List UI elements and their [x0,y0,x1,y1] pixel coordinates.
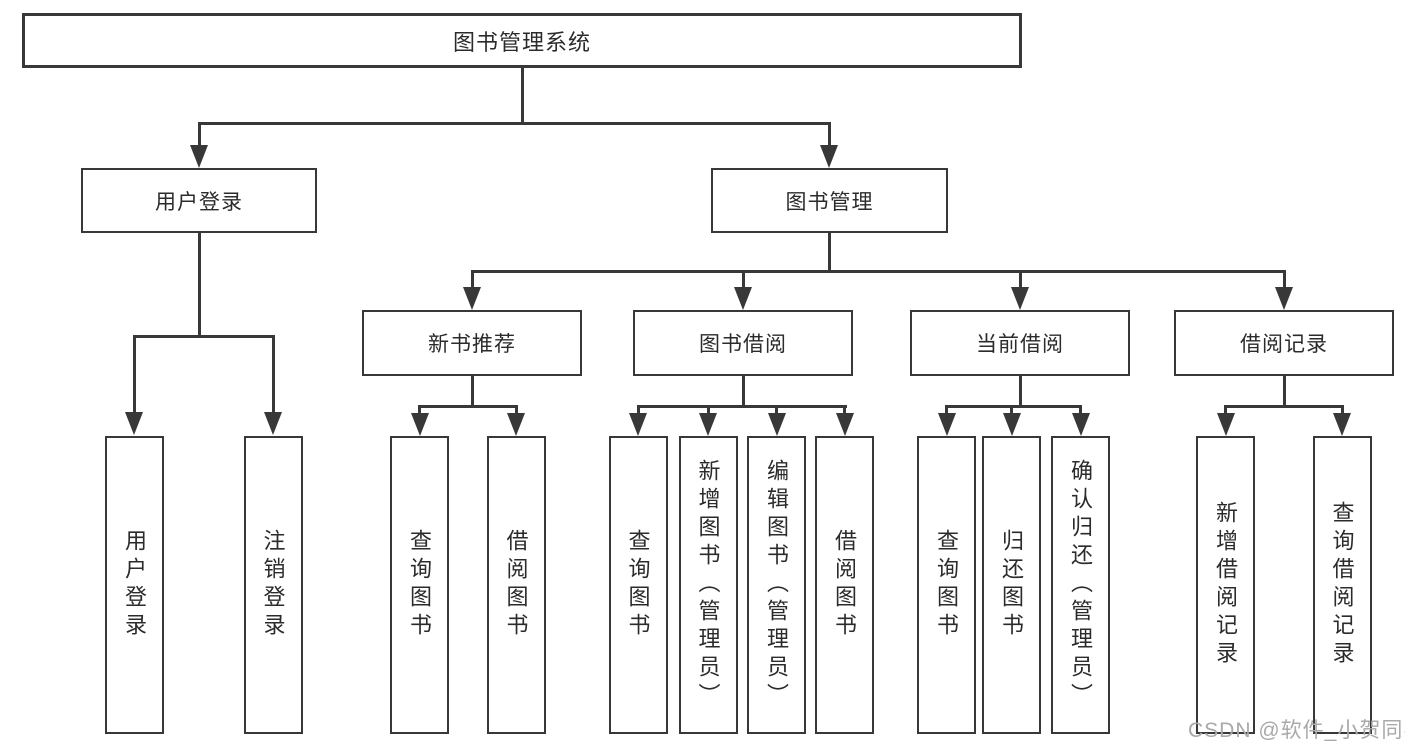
leaf-label: 注销登录 [260,529,286,641]
leaf-label: 查询图书 [625,529,651,641]
arrow-down-icon [629,405,647,436]
leaf-borrow-books-recommend: 借阅图书 [486,436,546,734]
arrow-down-icon [835,405,854,436]
leaf-label: 新增图书（管理员） [695,459,721,711]
leaf-borrow-books-borrowing: 借阅图书 [815,436,874,734]
leaf-label: 编辑图书（管理员） [764,459,790,711]
connector-bookmgmt-rail [470,270,1286,273]
node-label: 用户登录 [155,190,243,214]
node-borrowing-records: 借阅记录 [1174,310,1394,376]
leaf-add-book-admin: 新增图书（管理员） [678,436,738,734]
connector-root-rail [197,122,831,125]
arrow-down-icon [699,405,717,436]
connector-userlogin-rail [132,335,275,338]
node-library-system: 图书管理系统 [22,13,1022,68]
leaf-label: 查询借阅记录 [1329,501,1355,669]
leaf-label: 用户登录 [122,529,148,641]
node-new-book-recommend: 新书推荐 [362,310,582,376]
node-label: 借阅记录 [1240,333,1328,356]
node-label: 当前借阅 [976,333,1064,356]
leaf-label: 借阅图书 [832,529,858,641]
connector-bookmgmt-stem [827,233,831,270]
node-book-management: 图书管理 [711,168,948,233]
arrow-down-icon [1011,270,1029,310]
arrow-down-icon [767,405,786,436]
leaf-label: 确认归还（管理员） [1068,459,1094,711]
connector-root-stem [520,68,524,122]
arrow-down-icon [125,335,143,435]
leaf-label: 查询图书 [407,529,433,641]
arrow-down-icon [1275,270,1293,310]
leaf-query-books-current: 查询图书 [917,436,976,734]
arrow-down-icon [734,270,752,310]
leaf-label: 新增借阅记录 [1213,501,1239,669]
arrow-down-icon [1002,405,1021,436]
arrow-down-icon [463,270,481,310]
connector-current-rail [945,405,1082,408]
arrow-down-icon [410,405,429,436]
arrow-down-icon [1333,405,1351,436]
leaf-add-borrow-record: 新增借阅记录 [1196,436,1255,734]
arrow-down-icon [820,122,838,168]
arrow-down-icon [507,405,525,436]
node-label: 图书管理系统 [452,29,591,55]
leaf-query-books-borrowing: 查询图书 [608,436,668,734]
connector-borrowing-stem [741,376,745,405]
connector-recommend-stem [470,376,474,405]
watermark: CSDN @软件_小贺同学 [1188,719,1405,742]
leaf-confirm-return-admin: 确认归还（管理员） [1051,436,1110,734]
node-label: 新书推荐 [428,333,516,356]
connector-current-stem [1018,376,1022,405]
leaf-label: 归还图书 [999,529,1025,641]
connector-borrowing-rail [636,405,847,408]
arrow-down-icon [190,122,208,168]
connector-records-stem [1282,376,1286,405]
arrow-down-icon [264,335,282,435]
node-label: 图书管理 [785,190,874,214]
connector-records-rail [1224,405,1343,408]
leaf-edit-book-admin: 编辑图书（管理员） [747,436,806,734]
node-current-borrowing: 当前借阅 [910,310,1130,376]
arrow-down-icon [937,405,956,436]
node-book-borrowing: 图书借阅 [633,310,853,376]
leaf-query-books-recommend: 查询图书 [390,436,449,734]
leaf-logout: 注销登录 [243,436,303,734]
leaf-user-login: 用户登录 [105,436,164,734]
arrow-down-icon [1216,405,1235,436]
arrow-down-icon [1071,405,1090,436]
leaf-return-book: 归还图书 [982,436,1041,734]
leaf-query-borrow-record: 查询借阅记录 [1312,436,1372,734]
connector-userlogin-stem [197,233,201,335]
leaf-label: 查询图书 [934,529,960,641]
node-user-login: 用户登录 [81,168,317,233]
node-label: 图书借阅 [699,333,787,356]
leaf-label: 借阅图书 [503,529,529,641]
connector-recommend-rail [418,405,518,408]
